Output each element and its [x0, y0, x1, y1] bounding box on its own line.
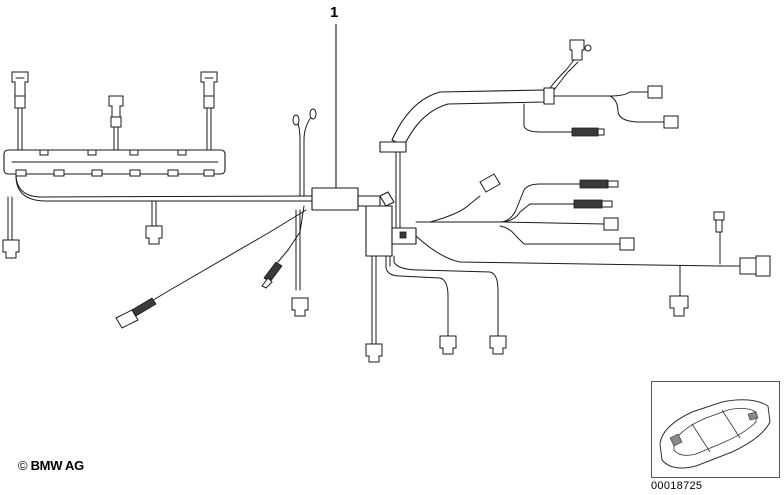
rail-upper-connector-right	[200, 71, 218, 151]
top-right-connector	[549, 39, 592, 91]
rail-upper-connector-left	[11, 71, 29, 151]
vehicle-thumbnail	[651, 381, 780, 478]
reference-number: 00018725	[651, 480, 703, 492]
right-connector-cluster	[415, 173, 635, 251]
injector-rail	[3, 149, 226, 177]
lower-left-branch	[115, 205, 309, 329]
left-drop-connector	[2, 196, 20, 259]
copyright-notice: © BMW AG	[18, 458, 84, 473]
far-right-branch	[415, 211, 771, 317]
central-junction-block	[311, 187, 417, 257]
rail-upper-connector-middle	[108, 95, 124, 151]
sensor-pigtail	[292, 108, 317, 197]
copyright-symbol: ©	[18, 458, 28, 473]
part-callout-number: 1	[330, 4, 339, 21]
copyright-holder: BMW AG	[30, 458, 85, 473]
car-outline-icon	[659, 399, 771, 469]
middle-drop-connector	[145, 200, 163, 245]
lower-connectors	[365, 255, 507, 363]
upper-right-branch	[523, 85, 679, 137]
main-trunk-wire	[15, 173, 313, 198]
